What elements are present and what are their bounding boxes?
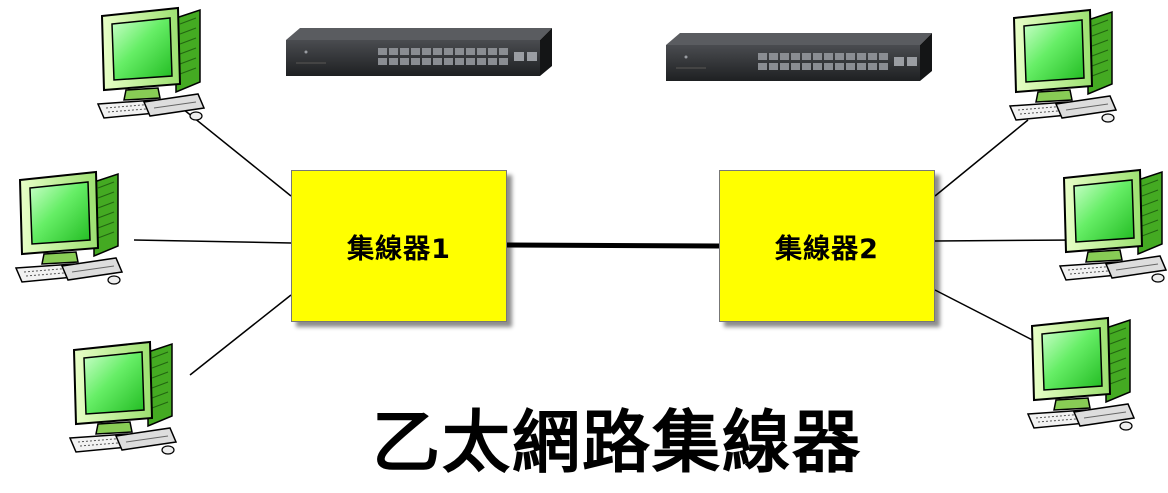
desktop-computer-icon bbox=[15, 171, 123, 285]
desktop-computer-icon bbox=[97, 7, 205, 121]
hub-1-label: 集線器1 bbox=[347, 233, 451, 265]
hub-1-box: 集線器1 bbox=[291, 170, 507, 322]
network-switch-icon bbox=[286, 28, 552, 76]
hub-2-box: 集線器2 bbox=[719, 170, 935, 322]
network-switch-icon bbox=[666, 33, 932, 81]
link-pc-right-top bbox=[934, 119, 1029, 197]
link-pc-left-bottom bbox=[189, 294, 292, 376]
desktop-computer-icon bbox=[69, 341, 177, 455]
link-pc-right-bottom bbox=[934, 289, 1049, 349]
connection-lines bbox=[133, 104, 1079, 376]
link-pc-left-middle bbox=[133, 239, 292, 244]
hub-2-label: 集線器2 bbox=[775, 233, 879, 265]
desktop-computer-icon bbox=[1059, 169, 1167, 283]
desktop-computer-icon bbox=[1027, 317, 1135, 431]
desktop-computer-icon bbox=[1009, 9, 1117, 123]
diagram-title: 乙太網路集線器 bbox=[372, 404, 863, 483]
hub-to-hub-link bbox=[506, 242, 720, 249]
link-pc-right-middle bbox=[934, 239, 1079, 242]
